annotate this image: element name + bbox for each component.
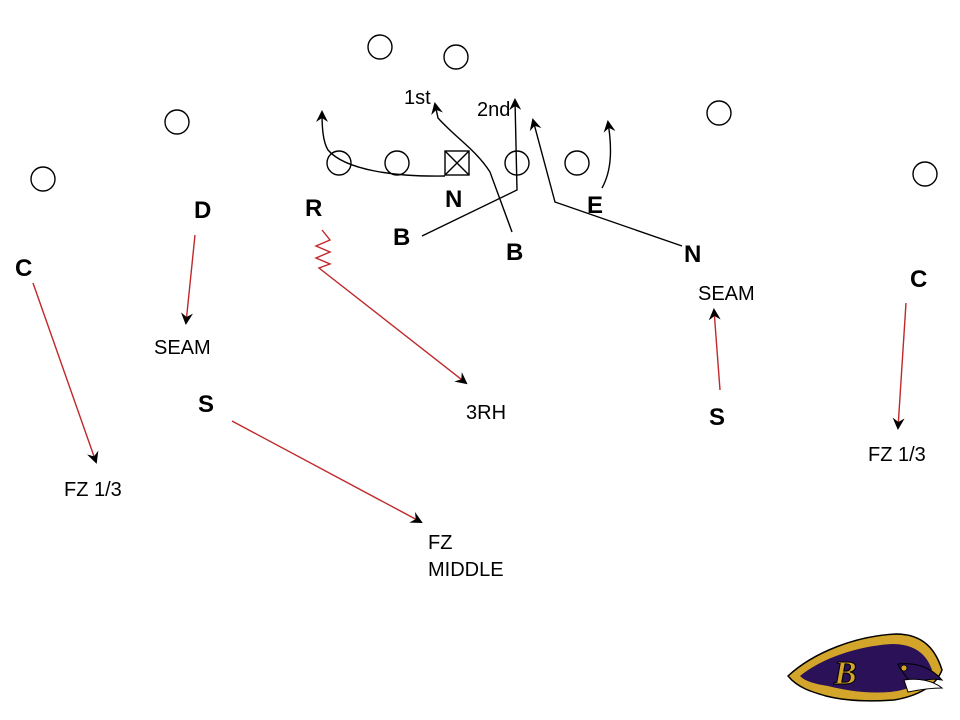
- defender-b-left: B: [393, 224, 410, 251]
- read-label-first: 1st: [404, 87, 431, 109]
- defender-r: R: [305, 195, 322, 222]
- defender-n-right: N: [684, 241, 701, 268]
- offense-player-rb: [443, 44, 469, 70]
- defender-s-right: S: [709, 404, 725, 431]
- route-c-right: [892, 302, 907, 430]
- offense-player-lg: [384, 150, 410, 176]
- defender-e: E: [587, 192, 603, 219]
- offense-players: [30, 34, 938, 192]
- rush-lines: [316, 98, 683, 247]
- route-r: [314, 229, 468, 385]
- route-c-left: [32, 282, 99, 464]
- offense-player-wr-right: [912, 161, 938, 187]
- read-label-second: 2nd: [477, 99, 510, 121]
- ravens-logo-icon: B: [786, 633, 944, 702]
- rush-line-b-left: [421, 98, 522, 237]
- assignment-n-right: SEAM: [698, 283, 755, 305]
- offense-player-rt: [564, 150, 590, 176]
- assignment-s-left-line1: FZ: [428, 532, 452, 554]
- offense-player-qb: [367, 34, 393, 60]
- assignment-d: SEAM: [154, 337, 211, 359]
- route-s-left: [231, 420, 423, 523]
- defender-n-center: N: [445, 186, 462, 213]
- route-s-right: [708, 308, 721, 391]
- offense-player-te: [706, 100, 732, 126]
- assignment-c-right: FZ 1/3: [868, 444, 926, 466]
- logo-letter: B: [833, 655, 857, 692]
- defender-s-left: S: [198, 391, 214, 418]
- rush-line-center: [431, 102, 513, 233]
- offense-player-lt: [326, 150, 352, 176]
- assignment-s-left-line2: MIDDLE: [428, 559, 504, 581]
- assignment-c-left: FZ 1/3: [64, 479, 122, 501]
- rush-line-e: [601, 120, 616, 189]
- center-box: [444, 150, 470, 176]
- coverage-routes: [32, 229, 907, 523]
- rush-line-left-tackle: [316, 110, 446, 177]
- route-d: [181, 234, 196, 325]
- offense-player-wr-left: [30, 166, 56, 192]
- rush-line-n-right: [529, 118, 683, 247]
- defender-d: D: [194, 197, 211, 224]
- assignment-r: 3RH: [466, 402, 506, 424]
- defender-c-right: C: [910, 266, 927, 293]
- defender-c-left: C: [15, 255, 32, 282]
- defender-b-right: B: [506, 239, 523, 266]
- offense-player-slot-left: [164, 109, 190, 135]
